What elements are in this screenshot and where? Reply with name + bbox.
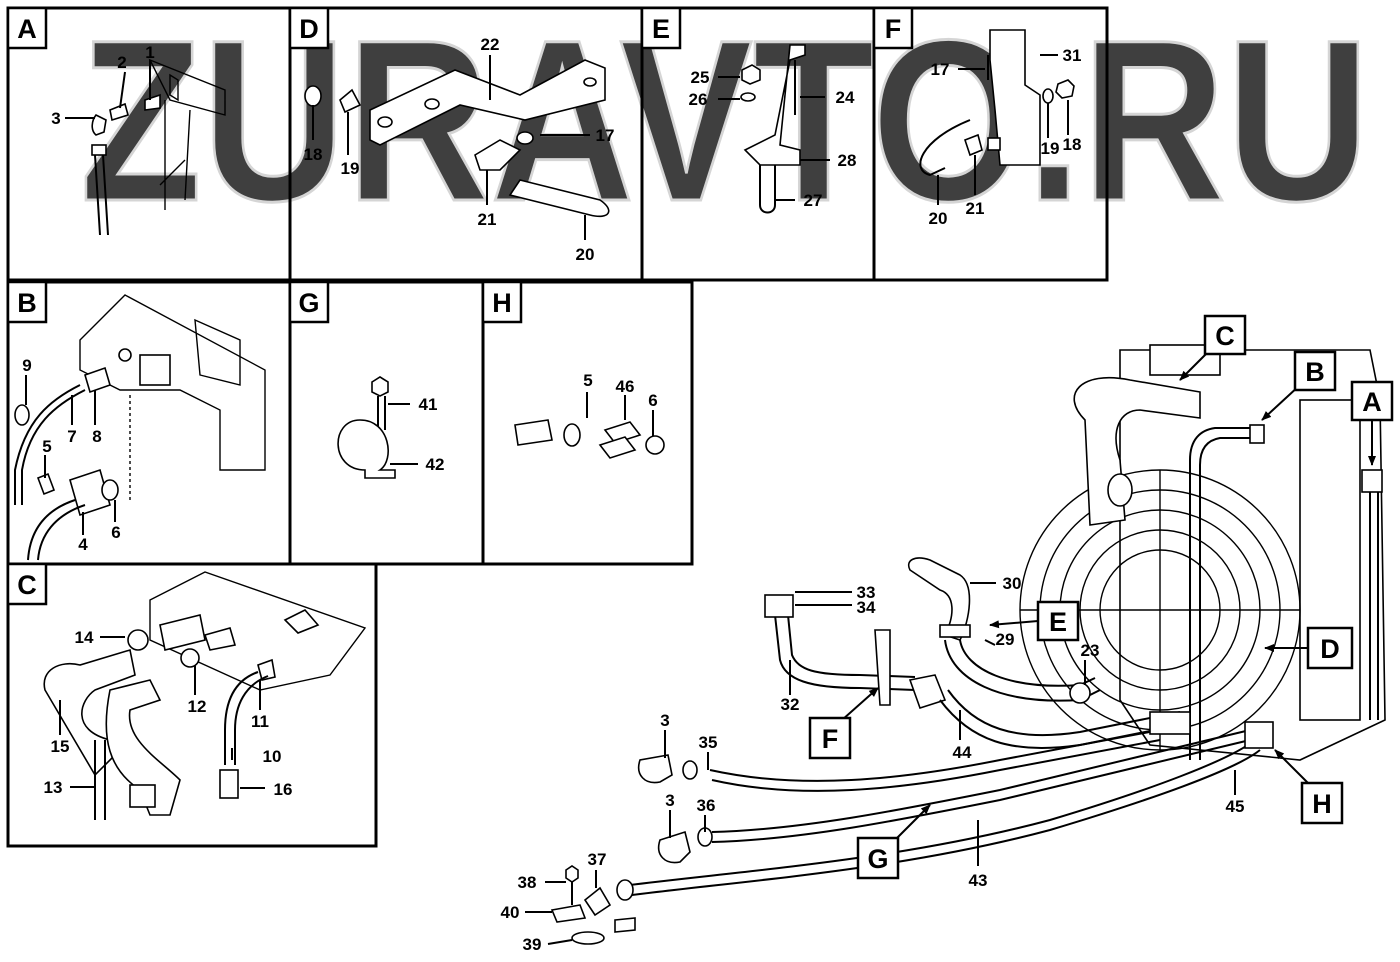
callout-f: F [808,687,879,760]
label-c-12: 12 [188,697,207,716]
label-main-40: 40 [501,903,520,922]
panel-g: G 41 42 [288,280,485,566]
label-main-39: 39 [523,935,542,954]
panel-f: F 17 31 19 18 20 21 [872,6,1109,282]
label-main-29: 29 [996,630,1015,649]
panel-c-letter: C [17,570,37,600]
label-main-37: 37 [588,850,607,869]
label-a-1: 1 [145,43,154,62]
panel-e-letter: E [652,14,670,44]
label-main-44: 44 [953,743,972,762]
label-c-11: 11 [251,712,269,731]
panel-b-letter: B [17,288,37,318]
panel-e: E 25 26 24 28 27 [640,6,876,282]
label-b-9: 9 [22,356,31,375]
label-main-33: 33 [857,583,876,602]
label-c-13: 13 [44,778,63,797]
label-f-20: 20 [929,209,948,228]
callout-d: D [1264,626,1354,670]
panel-c: C 14 15 12 11 10 13 16 [6,562,378,848]
label-e-26: 26 [689,90,708,109]
label-h-46: 46 [616,377,635,396]
svg-text:A: A [1362,387,1382,417]
label-h-6: 6 [648,391,657,410]
label-main-36: 36 [697,796,716,815]
svg-text:H: H [1312,789,1332,819]
label-e-27: 27 [804,191,823,210]
label-main-38: 38 [518,873,537,892]
panel-d-letter: D [299,14,319,44]
panel-b: B 9 7 8 5 4 6 [6,280,292,566]
label-f-18: 18 [1063,135,1082,154]
callout-b: B [1261,350,1337,421]
label-b-4: 4 [78,535,88,554]
panel-a-letter: A [17,14,37,44]
label-main-30: 30 [1003,574,1022,593]
svg-text:E: E [1049,607,1067,637]
label-g-42: 42 [426,455,445,474]
label-g-41: 41 [419,395,438,414]
callout-h: H [1274,749,1344,825]
label-main-45: 45 [1226,797,1245,816]
main-assembly: 33 34 30 29 23 32 44 3 35 3 36 37 38 40 … [501,314,1394,954]
label-f-17: 17 [931,60,950,79]
label-c-16: 16 [274,780,293,799]
label-f-21: 21 [966,199,985,218]
label-c-14: 14 [75,628,94,647]
label-b-8: 8 [92,427,101,446]
label-b-6: 6 [111,523,120,542]
label-c-15: 15 [51,737,70,756]
label-d-22: 22 [481,35,500,54]
label-d-17: 17 [596,126,615,145]
label-main-35: 35 [699,733,718,752]
label-main-43: 43 [969,871,988,890]
label-e-24: 24 [836,88,855,107]
label-main-32: 32 [781,695,800,714]
svg-text:B: B [1305,357,1325,387]
label-a-3: 3 [51,109,60,128]
label-f-19: 19 [1041,139,1060,158]
label-main-3b: 3 [665,791,674,810]
label-d-19: 19 [341,159,360,178]
label-main-23: 23 [1081,641,1100,660]
panel-d: D 22 18 19 17 21 20 [288,6,644,282]
callout-c: C [1179,314,1247,381]
panel-h: H 5 46 6 [481,280,694,566]
panel-g-letter: G [298,288,319,318]
callout-e: E [989,600,1080,642]
svg-text:F: F [822,724,839,754]
watermark: ZURAVTO.RU [80,0,1370,249]
callout-g: G [856,804,931,880]
label-h-5: 5 [583,371,592,390]
panel-h-letter: H [492,288,512,318]
label-d-18: 18 [304,145,323,164]
panel-f-letter: F [885,14,902,44]
label-main-3a: 3 [660,711,669,730]
label-main-34: 34 [857,598,876,617]
label-f-31: 31 [1063,46,1082,65]
label-d-20: 20 [576,245,595,264]
label-e-28: 28 [838,151,857,170]
label-e-25: 25 [691,68,710,87]
svg-text:G: G [867,844,888,874]
svg-text:C: C [1215,321,1235,351]
label-d-21: 21 [478,210,497,229]
callout-a: A [1350,380,1394,466]
label-c-10: 10 [263,747,282,766]
label-b-7: 7 [67,427,76,446]
label-a-2: 2 [117,53,126,72]
panel-a: A 1 2 3 [6,6,292,282]
label-b-5: 5 [42,437,51,456]
svg-text:D: D [1320,634,1340,664]
